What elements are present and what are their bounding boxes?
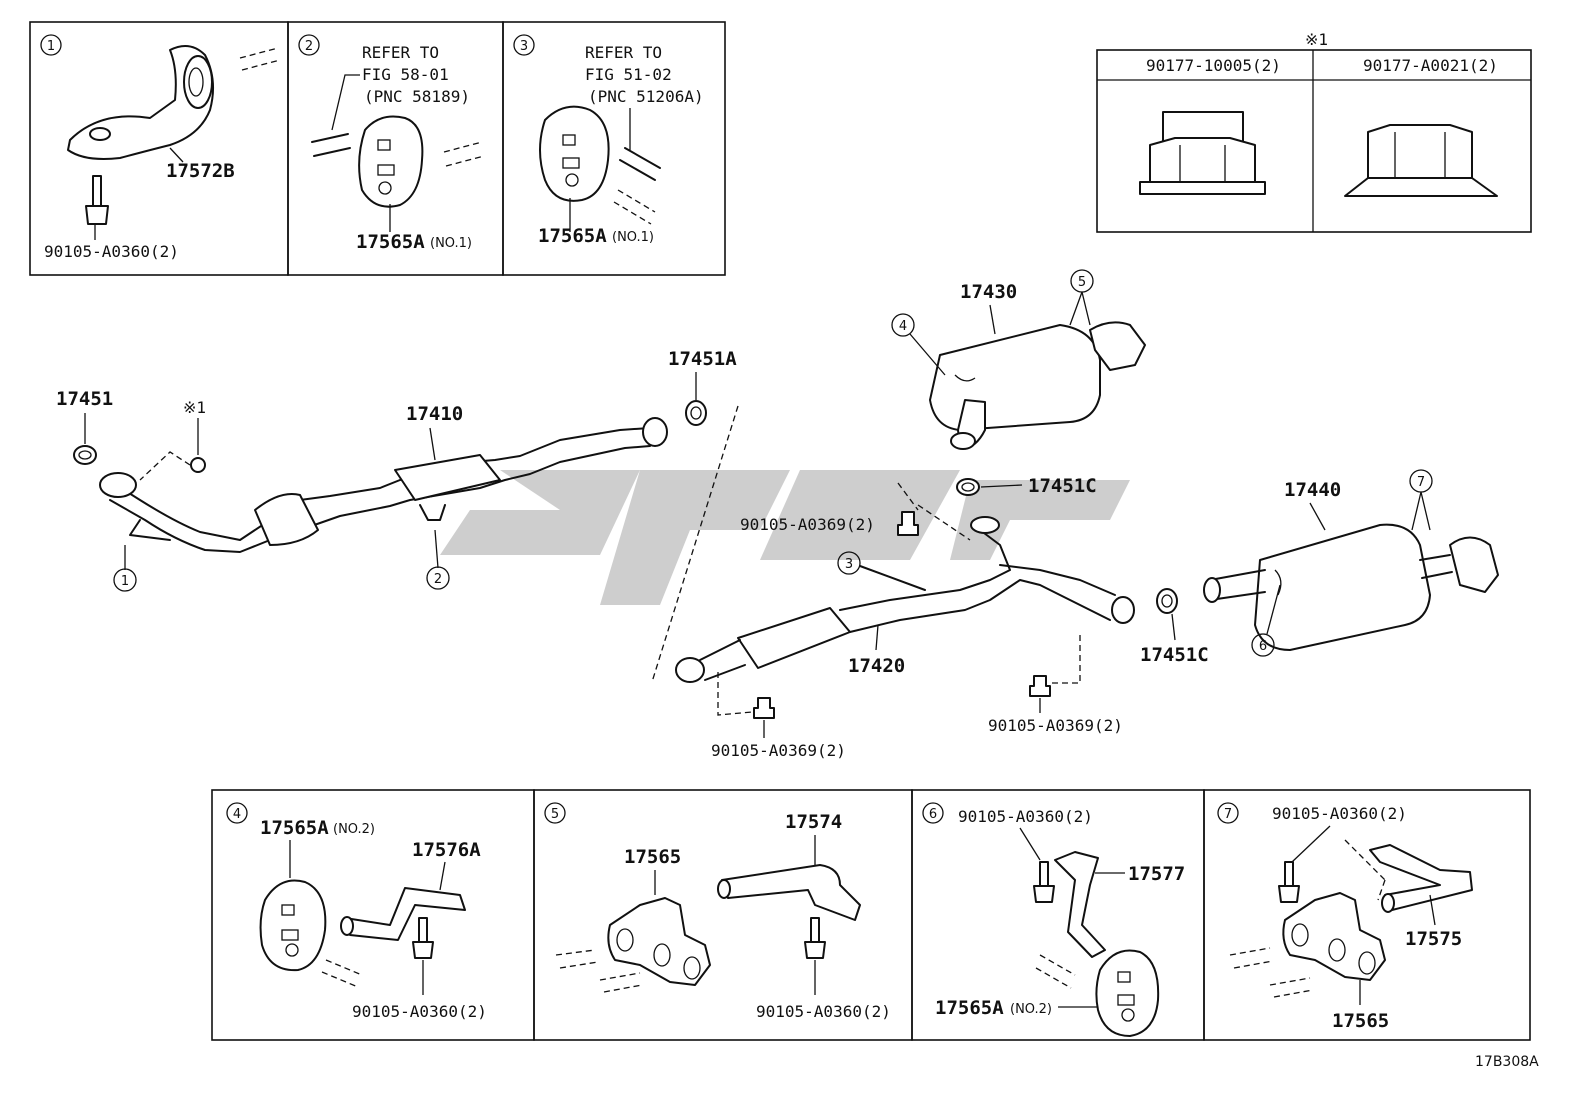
inset-2: 2 REFER TO FIG 58-01 (PNC 58189) 17565A …: [287, 21, 504, 276]
bolt-icon: [753, 697, 775, 719]
nut-part-1: 90177-10005(2): [1146, 56, 1281, 75]
bracket-icon: [340, 887, 466, 941]
gasket-icon: [73, 445, 97, 465]
callout-number: 4: [233, 807, 241, 822]
refer-fig: FIG 58-01: [362, 65, 449, 84]
inset-7: 7 90105-A0360(2) 17575 17565: [1203, 789, 1531, 1041]
gasket-icon: [1156, 588, 1178, 614]
watermark-logo: [440, 470, 1130, 605]
tail-muffler-icon: [1203, 523, 1499, 651]
part-label-17565: 17565: [1332, 1010, 1389, 1032]
part-label-17451C: 17451C: [1028, 475, 1097, 497]
nut-table: ※1 90177-10005(2) 90177-A0021(2): [1096, 30, 1532, 233]
inset-5: 5 17565 17574 90105-A0360(2): [533, 789, 913, 1041]
bolt-icon: [1029, 675, 1051, 697]
center-pipe-icon: [675, 516, 1135, 683]
front-pipe-icon: [99, 417, 668, 553]
part-label-17440: 17440: [1284, 479, 1341, 501]
nut-icon: [190, 457, 206, 473]
inset-6: 6 90105-A0360(2) 17577 17565A (NO.2): [911, 789, 1205, 1041]
callout-number: 5: [1078, 275, 1086, 290]
bolt-label: 90105-A0360(2): [756, 1002, 891, 1021]
part-label-17565A: 17565A: [356, 231, 425, 253]
part-label-17420: 17420: [848, 655, 905, 677]
figure-code: 17B308A: [1475, 1054, 1539, 1070]
nut-part-2: 90177-A0021(2): [1363, 56, 1498, 75]
flange-nut-icon: [1344, 124, 1498, 197]
part-label-17410: 17410: [406, 403, 463, 425]
callout-number: 6: [929, 807, 937, 822]
callout-number: 2: [434, 572, 442, 587]
callout-number: 1: [47, 39, 55, 54]
refer-pnc: (PNC 51206A): [588, 87, 704, 106]
main-assembly: 17451 ※1 17410 17451A 1 2 17430 4: [56, 269, 1499, 760]
part-label-17572B: 17572B: [166, 160, 235, 182]
part-label-17575: 17575: [1405, 928, 1462, 950]
bolt-icon: [897, 511, 919, 536]
part-label-17565A: 17565A: [935, 997, 1004, 1019]
callout-circle-1: [40, 34, 62, 56]
part-label-17576A: 17576A: [412, 839, 481, 861]
callout-number: 7: [1417, 475, 1425, 490]
bracket-icon: [1369, 844, 1473, 913]
part-note: (NO.2): [1010, 1002, 1052, 1017]
callout-number: 3: [845, 557, 853, 572]
inset-4: 4 17565A (NO.2) 17576A 90105-A0360(2): [211, 789, 535, 1041]
bolt-label: 90105-A0360(2): [1272, 804, 1407, 823]
part-label-17565A: 17565A: [260, 817, 329, 839]
rubber-insulator-icon: [1282, 892, 1386, 981]
part-note: (NO.1): [612, 230, 654, 245]
bolt-label-c: 90105-A0369(2): [988, 716, 1123, 735]
bolt-label: 90105-A0360(2): [958, 807, 1093, 826]
bolt-icon: [412, 917, 434, 959]
callout-number: 7: [1224, 807, 1232, 822]
refer-pnc: (PNC 58189): [364, 87, 470, 106]
bolt-icon: [804, 917, 826, 959]
refer-fig: FIG 51-02: [585, 65, 672, 84]
bolt-label-b: 90105-A0369(2): [711, 741, 846, 760]
bolt-label: 90105-A0360(2): [352, 1002, 487, 1021]
part-label-17565: 17565: [624, 846, 681, 868]
refer-text: REFER TO: [585, 43, 662, 62]
part-label-17430: 17430: [960, 281, 1017, 303]
hex-nut-icon: [1139, 111, 1266, 195]
bolt-label: 90105-A0360(2): [44, 242, 179, 261]
bracket-icon: [717, 864, 861, 921]
bolt-icon: [1278, 861, 1300, 903]
part-note: (NO.2): [333, 822, 375, 837]
part-label-17451A: 17451A: [668, 348, 737, 370]
exhaust-bracket-icon: [67, 45, 281, 160]
inset-1: 1 17572B 90105-A0360(2): [29, 21, 289, 276]
rubber-insulator-icon: [1095, 949, 1160, 1037]
center-muffler-icon: [929, 321, 1146, 450]
part-note: (NO.1): [430, 236, 472, 251]
part-label-17574: 17574: [785, 811, 842, 833]
callout-number: 4: [899, 319, 907, 334]
callout-number: 2: [305, 39, 313, 54]
inset-3: 3 REFER TO FIG 51-02 (PNC 51206A) 17565A…: [502, 21, 726, 276]
bolt-label-a: 90105-A0369(2): [740, 515, 875, 534]
bolt-icon: [1033, 861, 1055, 903]
part-label-17451C: 17451C: [1140, 644, 1209, 666]
callout-number: 5: [551, 807, 559, 822]
rubber-insulator-icon: [607, 897, 711, 986]
bolt-icon: [85, 175, 109, 240]
part-label-17451: 17451: [56, 388, 113, 410]
part-label-17565A: 17565A: [538, 225, 607, 247]
note-marker: ※1: [183, 398, 206, 417]
bracket-icon: [1054, 851, 1106, 958]
callout-number: 6: [1259, 639, 1267, 654]
part-label-17577: 17577: [1128, 863, 1185, 885]
gasket-icon: [685, 400, 707, 426]
refer-text: REFER TO: [362, 43, 439, 62]
callout-number: 3: [520, 39, 528, 54]
rubber-insulator-icon: [358, 115, 424, 208]
callout-number: 1: [121, 574, 129, 589]
table-note: ※1: [1305, 30, 1328, 49]
gasket-icon: [956, 478, 980, 496]
rubber-insulator-icon: [539, 105, 610, 202]
rubber-insulator-icon: [259, 879, 327, 972]
